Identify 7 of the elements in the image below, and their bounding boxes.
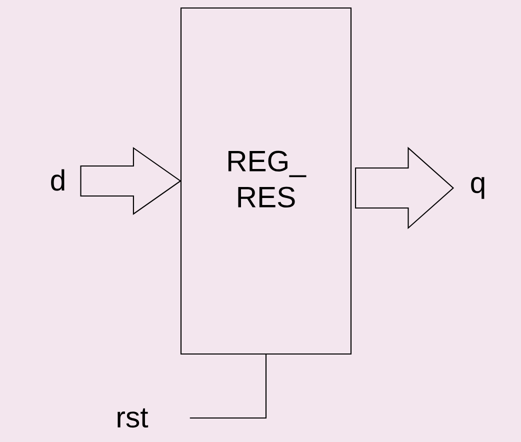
block-arrow	[355, 146, 454, 230]
signal-label: d	[51, 169, 64, 191]
register-box: REG_ RES	[180, 7, 352, 355]
block-arrow	[80, 146, 182, 216]
signal-label: rst	[118, 408, 148, 428]
signal-label: q	[471, 177, 484, 199]
signal-line	[190, 354, 267, 419]
